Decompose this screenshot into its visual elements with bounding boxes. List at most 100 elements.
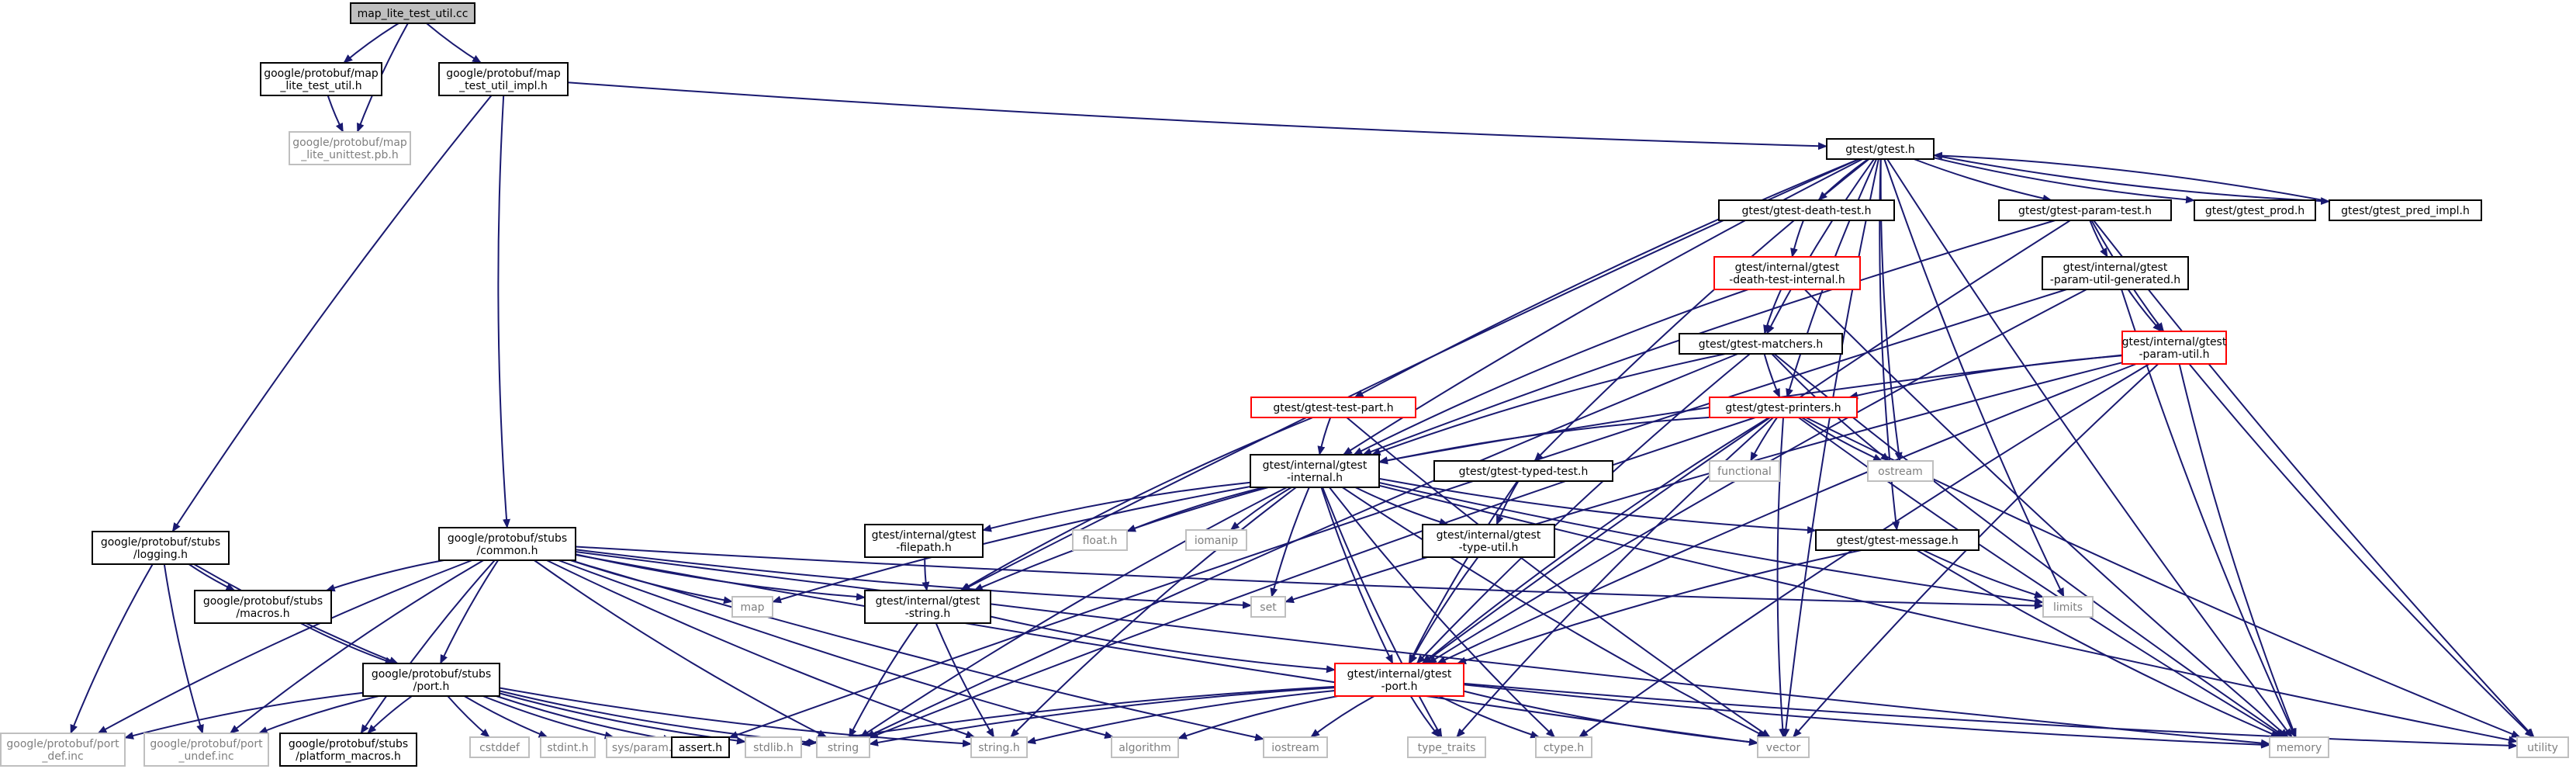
edge-gtest_matchers_h-to-string [865,353,1738,738]
node-label: /platform_macros.h [296,750,401,763]
node-label: _test_util_impl.h [458,80,548,92]
edge-param_util_h-to-gtest_port_h [1437,363,2137,664]
node-label: -param-util-generated.h [2050,274,2180,286]
node-label: gtest/gtest.h [1845,144,1915,156]
node-label: /common.h [476,545,538,557]
node-gtest-printers-h[interactable]: gtest/gtest-printers.h [1709,397,1858,418]
node-label: gtest/internal/gtest [872,529,977,542]
edge-common_h-to-string_h [546,559,976,739]
node-label: google/protobuf/stubs [203,595,323,608]
node-macros-h[interactable]: google/protobuf/stubs/macros.h [194,590,332,624]
node-gtest-message-h[interactable]: gtest/gtest-message.h [1815,529,1980,551]
node-box [1713,256,1861,290]
node-box [1679,333,1843,355]
node-box [1826,138,1935,160]
node-gtest-prod-h[interactable]: gtest/gtest_prod.h [2194,199,2316,221]
edge-layer [70,23,2535,750]
edge-gtest_printers_h-to-memory [1798,417,2285,738]
node-string: string [816,736,870,758]
node-box [2516,736,2569,758]
node-map-lite-test-util-cc[interactable]: map_lite_test_util.cc [350,2,475,24]
node-platform-macros-h[interactable]: google/protobuf/stubs/platform_macros.h [279,733,417,767]
node-label: gtest/internal/gtest [2063,262,2168,274]
node-box [731,596,773,618]
node-box [864,524,984,558]
node-type-util-h[interactable]: gtest/internal/gtest-type-util.h [1422,524,1555,558]
node-box [1407,736,1486,758]
node-gtest-pred-impl-h[interactable]: gtest/gtest_pred_impl.h [2329,199,2482,221]
edge-gtest_matchers_h-to-gtest_printers_h [1763,353,1781,398]
node-gtest-matchers-h[interactable]: gtest/gtest-matchers.h [1679,333,1843,355]
node-box [2121,331,2227,365]
node-label: /logging.h [133,549,188,561]
edge-gtest_test_part_h-to-gtest_internal_h [1317,417,1332,456]
node-label: cstddef [479,742,520,754]
node-common-h[interactable]: google/protobuf/stubs/common.h [438,527,576,561]
node-box [350,2,475,24]
node-box [1250,397,1416,418]
node-label: gtest/gtest_pred_impl.h [2341,205,2470,217]
node-map-lite-test-util-h[interactable]: google/protobuf/map_lite_test_util.h [260,62,382,96]
node-box [2042,256,2189,290]
node-label: set [1260,601,1277,614]
edge-gtest_port_h-to-string_h [1026,690,1336,745]
node-map-test-util-impl-h[interactable]: google/protobuf/map_test_util_impl.h [438,62,569,96]
edge-gtest_internal_h-to-type_util_h [1354,487,1449,526]
node-label: /port.h [413,681,450,693]
edge-param_util_h-to-set [1285,362,2123,604]
edge-gtest_port_h-to-memory [1463,684,2270,749]
edge-port_h-to-assert_h [496,695,673,743]
node-logging-h[interactable]: google/protobuf/stubs/logging.h [92,531,230,565]
edge-gtest_internal_h-to-string_h [1010,487,1297,738]
node-box [279,733,417,767]
node-label: google/protobuf/stubs [101,536,220,549]
edge-gtest_h-to-memory [1886,158,2293,738]
node-gtest-typed-test-h[interactable]: gtest/gtest-typed-test.h [1433,460,1613,482]
node-death-test-internal-h[interactable]: gtest/internal/gtest-death-test-internal… [1713,256,1861,290]
edge-gtest_h-to-gtest_typed_test_h [1533,158,1870,462]
node-box [1709,397,1858,418]
edge-gtest_internal_h-to-gtest_message_h [1378,477,1817,534]
edge-logging_h-to-port_def_inc [70,563,154,734]
edge-param_util_generated_h-to-assert_h [728,289,2067,739]
edge-port_h-to-port_undef_inc [258,695,379,734]
edge-gtest_printers_h-to-string [869,417,1756,739]
node-port-h[interactable]: google/protobuf/stubs/port.h [362,663,500,697]
node-limits: limits [2042,596,2094,618]
edge-gtest_printers_h-to-functional [1750,417,1778,462]
node-label: sys/param.h [612,742,679,754]
node-filepath-h[interactable]: gtest/internal/gtest-filepath.h [864,524,984,558]
edge-gtest_death_test_h-to-death_test_internal_h [1790,220,1804,258]
node-box [1718,199,1895,221]
edge-gtest_internal_h-to-gtest_port_h [1320,487,1394,664]
node-box [2269,736,2329,758]
edge-gtest_internal_h-to-vector [1342,487,1767,738]
edge-gtest_port_h-to-utility [1463,682,2518,750]
edge-param_util_generated_h-to-param_util_h [2127,289,2163,332]
node-gtest-h[interactable]: gtest/gtest.h [1826,138,1935,160]
node-gtest-death-test-h[interactable]: gtest/gtest-death-test.h [1718,199,1895,221]
edge-death_test_internal_h-to-gtest_matchers_h [1763,289,1782,334]
node-gtest-param-test-h[interactable]: gtest/gtest-param-test.h [1998,199,2172,221]
node-param-util-generated-h[interactable]: gtest/internal/gtest-param-util-generate… [2042,256,2189,290]
node-label: iostream [1271,742,1319,754]
edge-port_h-to-cstddef [447,695,490,738]
edge-logging_h-to-macros_h [188,563,236,591]
node-gtest-internal-h[interactable]: gtest/internal/gtest-internal.h [1250,454,1380,488]
edge-gtest_internal_h-to-iomanip [1229,487,1292,531]
node-label: gtest/gtest-message.h [1836,535,1959,547]
node-box [1072,529,1128,551]
node-gtest-test-part-h[interactable]: gtest/gtest-test-part.h [1250,397,1416,418]
node-label: string [828,742,859,754]
node-box [540,736,596,758]
edge-filepath_h-to-gtest_string_h [921,556,930,591]
node-assert-h[interactable]: assert.h [671,736,730,758]
node-param-util-h[interactable]: gtest/internal/gtest-param-util.h [2121,331,2227,365]
node-gtest-string-h[interactable]: gtest/internal/gtest-string.h [864,590,991,624]
edge-gtest_h-to-vector [1782,158,1879,738]
edge-gtest_internal_h-to-set [1270,487,1310,598]
node-gtest-port-h[interactable]: gtest/internal/gtest-port.h [1334,663,1464,697]
edge-port_h-to-stdlib_h [499,692,746,745]
node-utility: utility [2516,736,2569,758]
node-float-h: float.h [1072,529,1128,551]
